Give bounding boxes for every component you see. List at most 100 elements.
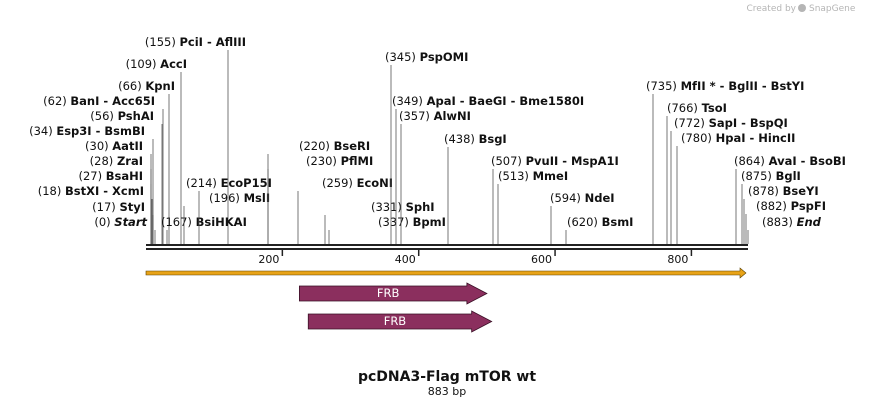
site-label: (620) BsmI xyxy=(567,215,633,229)
site-position: (17) xyxy=(92,200,116,214)
restriction-site[interactable]: (196) MslI xyxy=(183,191,270,244)
site-position: (438) xyxy=(444,132,475,146)
map-title: pcDNA3-Flag mTOR wt xyxy=(358,369,536,385)
site-name: ZraI xyxy=(117,154,143,168)
site-label: (772) SapI - BspQI xyxy=(674,116,788,130)
sequence-arrow xyxy=(145,267,747,279)
site-name: SphI xyxy=(406,200,435,214)
site-label: (259) EcoNI xyxy=(322,176,393,190)
site-name: KpnI xyxy=(145,79,175,93)
site-name: BseYI xyxy=(783,184,819,198)
site-position: (620) xyxy=(567,215,598,229)
site-name: AccI xyxy=(160,57,187,71)
map-length: 883 bp xyxy=(428,385,466,398)
restriction-site[interactable]: (155) PciI - AflIII xyxy=(145,35,246,244)
feature-arrow-shape xyxy=(298,282,488,305)
site-label: (438) BsgI xyxy=(444,132,507,146)
restriction-site[interactable]: (30) AatII xyxy=(85,139,152,244)
site-label: (882) PspFI xyxy=(756,199,826,213)
restriction-site[interactable]: (331) SphI xyxy=(324,200,435,244)
restriction-site[interactable]: (27) BsaHI xyxy=(78,169,152,244)
site-position: (34) xyxy=(29,124,53,138)
site-label: (28) ZraI xyxy=(90,154,143,168)
restriction-site[interactable]: (214) EcoP15I xyxy=(186,176,272,244)
site-name: PvuII - MspA1I xyxy=(526,154,619,168)
site-label: (62) BanI - Acc65I xyxy=(43,94,155,108)
credit-text: Created by xyxy=(746,4,796,14)
site-position: (331) xyxy=(371,200,402,214)
site-name: Esp3I - BsmBI xyxy=(56,124,145,138)
restriction-sites: (0) Start(17) StyI(18) BstXI - XcmI(27) … xyxy=(29,35,846,244)
site-name: BsgI xyxy=(479,132,507,146)
restriction-site[interactable]: (17) StyI xyxy=(92,200,154,244)
restriction-site[interactable]: (62) BanI - Acc65I xyxy=(43,94,164,244)
feature-frb-1[interactable]: FRB xyxy=(298,282,488,305)
site-name: TsoI xyxy=(702,101,727,115)
site-name: PflMI xyxy=(341,154,374,168)
restriction-site[interactable]: (230) PflMI xyxy=(267,154,374,244)
restriction-site[interactable]: (167) BsiHKAI xyxy=(161,215,247,244)
restriction-site[interactable]: (438) BsgI xyxy=(444,132,507,244)
restriction-site[interactable]: (337) BpmI xyxy=(328,215,446,244)
site-name: BseRI xyxy=(334,139,371,153)
restriction-site[interactable]: (878) BseYI xyxy=(743,184,819,244)
feature-frb-2[interactable]: FRB xyxy=(307,310,493,333)
restriction-site[interactable]: (882) PspFI xyxy=(745,199,826,244)
site-position: (230) xyxy=(306,154,337,168)
site-position: (0) xyxy=(94,215,110,229)
site-label: (331) SphI xyxy=(371,200,435,214)
restriction-site[interactable]: (34) Esp3I - BsmBI xyxy=(29,124,154,244)
restriction-site[interactable]: (507) PvuII - MspA1I xyxy=(491,154,619,244)
site-position: (337) xyxy=(378,215,409,229)
site-position: (18) xyxy=(38,184,62,198)
restriction-site[interactable]: (349) ApaI - BaeGI - Bme1580I xyxy=(392,94,584,244)
restriction-site[interactable]: (513) MmeI xyxy=(497,169,568,244)
site-name: AvaI - BsoBI xyxy=(769,154,846,168)
site-name: AlwNI xyxy=(434,109,471,123)
restriction-site[interactable]: (875) BglI xyxy=(741,169,801,244)
feature-arrow-shape xyxy=(307,310,493,333)
site-name: Start xyxy=(114,215,147,229)
restriction-site[interactable]: (109) AccI xyxy=(126,57,187,244)
restriction-site[interactable]: (56) PshAI xyxy=(90,109,163,244)
site-position: (155) xyxy=(145,35,176,49)
site-label: (196) MslI xyxy=(209,191,270,205)
restriction-site[interactable]: (357) AlwNI xyxy=(399,109,471,244)
restriction-site[interactable]: (345) PspOMI xyxy=(385,50,468,244)
site-name: PspOMI xyxy=(420,50,469,64)
site-name: MslI xyxy=(244,191,271,205)
site-name: HpaI - HincII xyxy=(716,131,796,145)
restriction-site[interactable]: (766) TsoI xyxy=(666,101,727,244)
backbone-top-strand xyxy=(146,244,748,246)
restriction-site[interactable]: (864) AvaI - BsoBI xyxy=(734,154,846,244)
restriction-site[interactable]: (772) SapI - BspQI xyxy=(670,116,788,244)
site-position: (28) xyxy=(90,154,114,168)
ruler-tick-label: 600 xyxy=(531,253,552,266)
site-label: (17) StyI xyxy=(92,200,145,214)
restriction-site[interactable]: (780) HpaI - HincII xyxy=(676,131,796,244)
restriction-site[interactable]: (0) Start xyxy=(94,215,156,244)
restriction-site[interactable]: (735) MfII * - BglII - BstYI xyxy=(646,79,804,244)
site-label: (513) MmeI xyxy=(498,169,568,183)
site-position: (109) xyxy=(126,57,157,71)
site-position: (878) xyxy=(748,184,779,198)
restriction-site[interactable]: (18) BstXI - XcmI xyxy=(38,184,153,244)
site-name: EcoNI xyxy=(357,176,393,190)
site-position: (772) xyxy=(674,116,705,130)
site-label: (220) BseRI xyxy=(299,139,370,153)
restriction-site[interactable]: (883) End xyxy=(747,215,822,244)
restriction-site[interactable]: (620) BsmI xyxy=(565,215,633,244)
site-label: (875) BglI xyxy=(741,169,801,183)
ruler-tick-label: 200 xyxy=(258,253,279,266)
site-name: PspFI xyxy=(791,199,826,213)
restriction-site[interactable]: (66) KpnI xyxy=(118,79,175,244)
sequence-backbone xyxy=(146,244,748,250)
restriction-site[interactable]: (259) EcoNI xyxy=(297,176,393,244)
site-position: (357) xyxy=(399,109,430,123)
site-position: (766) xyxy=(667,101,698,115)
restriction-site[interactable]: (28) ZraI xyxy=(90,154,152,244)
site-position: (196) xyxy=(209,191,240,205)
restriction-site[interactable]: (594) NdeI xyxy=(550,191,615,244)
